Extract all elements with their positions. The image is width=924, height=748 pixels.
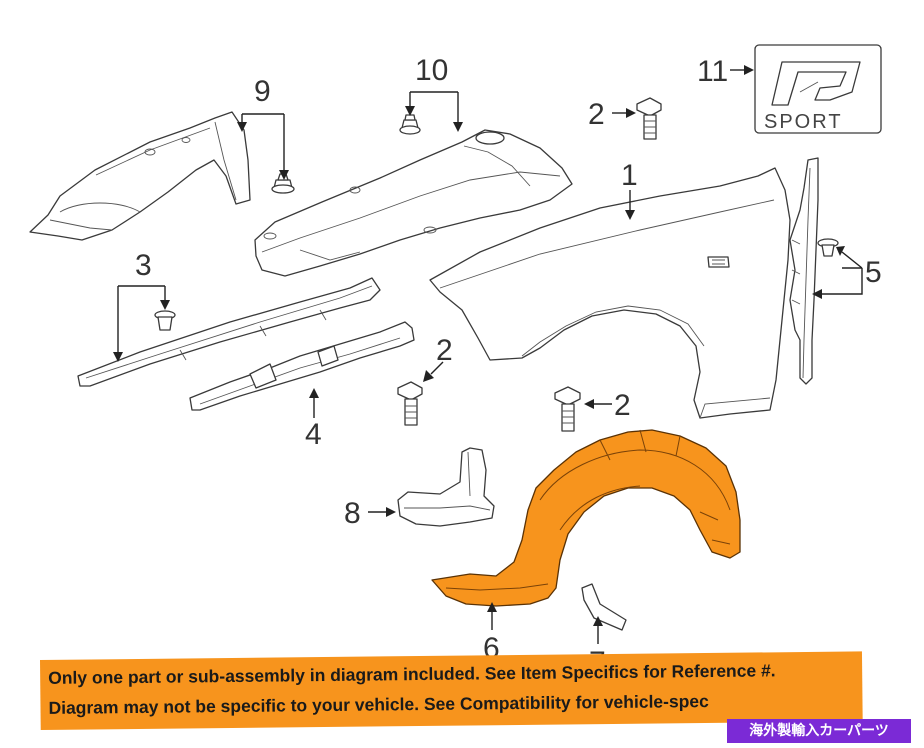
seller-stamp: 海外製輸入カーパーツ	[727, 719, 911, 743]
callout-1: 1	[621, 159, 638, 192]
callout-8: 8	[344, 497, 361, 530]
part-10-clip	[399, 114, 421, 135]
part-9-splash-shield	[29, 111, 251, 241]
part-11-f-sport-badge: SPORT	[754, 44, 882, 134]
part-2-bolt-mid	[397, 381, 423, 426]
part-4-bracket	[189, 321, 415, 411]
part-5-fender-seal	[789, 157, 819, 385]
badge-word: SPORT	[764, 111, 843, 133]
part-10-under-cover	[254, 129, 573, 277]
callout-2-mid: 2	[436, 334, 453, 367]
part-5-clip	[817, 238, 839, 257]
part-3-clip	[154, 310, 176, 331]
disclaimer-line-1: Only one part or sub-assembly in diagram…	[48, 660, 776, 688]
part-3-rocker-seal	[77, 277, 381, 387]
callout-5: 5	[865, 256, 882, 289]
callout-numbers: 1 2 2 2 3 4 5 6 7 8 9 10 11	[135, 54, 882, 679]
callout-2-low: 2	[614, 389, 631, 422]
part-8-bracket	[397, 447, 495, 527]
callout-4: 4	[305, 418, 322, 451]
part-7-seal	[581, 583, 627, 631]
callout-9: 9	[254, 75, 271, 108]
part-2-bolt-top	[636, 97, 662, 140]
part-1-fender	[429, 167, 791, 419]
disclaimer-line-2: Diagram may not be specific to your vehi…	[48, 690, 709, 718]
leader-lines	[113, 65, 863, 644]
callout-11: 11	[697, 55, 728, 88]
callout-2-top: 2	[588, 98, 605, 131]
part-2-bolt-low	[554, 386, 581, 432]
part-6-fender-liner	[431, 429, 741, 607]
callout-3: 3	[135, 249, 152, 282]
callout-10: 10	[415, 54, 448, 87]
